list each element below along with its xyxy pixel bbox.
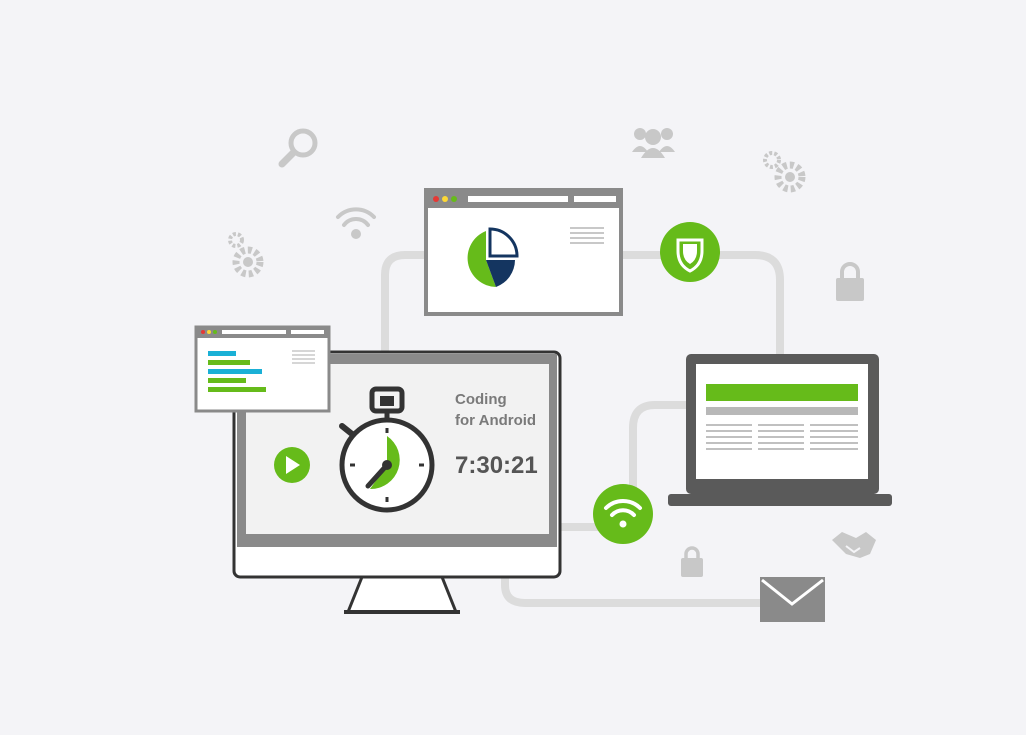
wifi-icon (593, 484, 653, 544)
stopwatch-icon (339, 386, 435, 513)
chart-browser-window (424, 188, 623, 316)
shield-icon (660, 222, 720, 282)
desktop-monitor: Coding for Android 7:30:21 (232, 350, 562, 614)
monitor-title-line1: Coding (455, 391, 507, 408)
handshake-icon (832, 532, 876, 558)
envelope-icon (760, 577, 825, 622)
bars-browser-window (194, 325, 331, 413)
gear-icon (228, 232, 264, 278)
lock-icon (836, 262, 864, 301)
gear-icon (763, 151, 806, 193)
laptop (668, 354, 892, 506)
search-icon (278, 128, 318, 168)
pie-chart-icon (467, 227, 519, 287)
wifi-icon (336, 207, 376, 239)
play-icon (274, 447, 310, 483)
users-icon (632, 128, 675, 158)
lock-icon (681, 546, 703, 577)
timer-readout: 7:30:21 (455, 452, 538, 479)
connector-lines (381, 251, 784, 607)
monitor-title-line2: for Android (455, 412, 536, 429)
